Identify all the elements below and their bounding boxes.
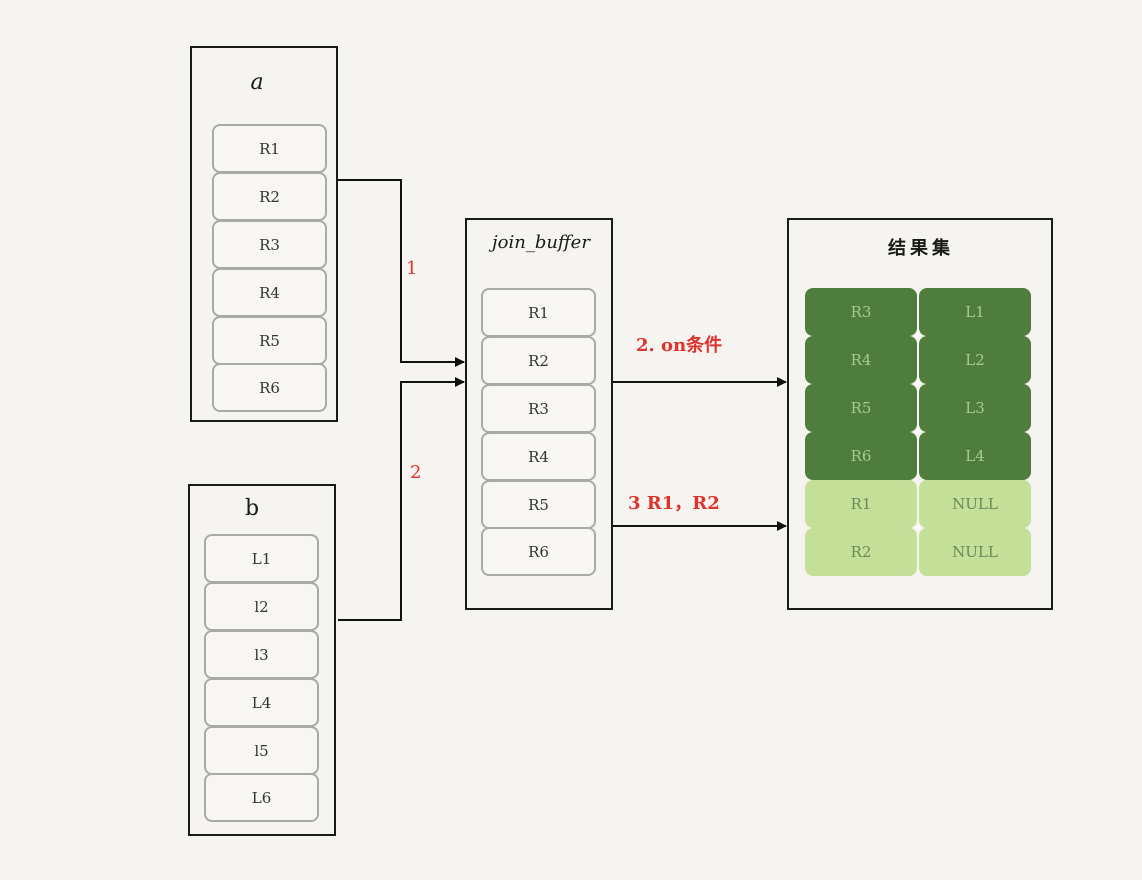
table-b-row: L4 <box>204 678 319 727</box>
result-cell-left: R1 <box>805 480 917 528</box>
result-cell-right: L4 <box>919 432 1031 480</box>
result-set-box: 结果集 R3 L1 R4 L2 R5 L3 R6 L4 R1 NULL R2 N… <box>787 218 1053 610</box>
table-b-row: l5 <box>204 726 319 775</box>
table-b-box: b L1 l2 l3 L4 l5 L6 <box>188 484 336 836</box>
sparkle-icon: ✦ <box>913 521 924 535</box>
result-cell-left: R6 <box>805 432 917 480</box>
join-buffer-title: join_buffer <box>492 232 590 253</box>
result-set-title: 结果集 <box>888 238 954 259</box>
table-b-row: L1 <box>204 534 319 583</box>
step-2-label: 2 <box>410 462 422 483</box>
table-a-row: R2 <box>212 172 327 221</box>
table-a-title: a <box>250 70 264 95</box>
join-buffer-box: join_buffer R1 R2 R3 R4 R5 R6 <box>465 218 613 610</box>
join-buffer-row: R1 <box>481 288 596 337</box>
sparkle-icon: ✦ <box>913 425 924 439</box>
result-cell-left: R5 <box>805 384 917 432</box>
table-a-box: a R1 R2 R3 R4 R5 R6 <box>190 46 338 422</box>
result-cell-left: R3 <box>805 288 917 336</box>
result-cell-left: R4 <box>805 336 917 384</box>
table-a-row: R3 <box>212 220 327 269</box>
table-a-row: R5 <box>212 316 327 365</box>
table-b-row: L6 <box>204 773 319 822</box>
on-condition-label: 2. on条件 <box>636 335 723 356</box>
table-b-row: l2 <box>204 582 319 631</box>
table-a-row: R6 <box>212 363 327 412</box>
result-cell-right: NULL <box>919 528 1031 576</box>
sparkle-icon: ✦ <box>913 377 924 391</box>
join-buffer-row: R5 <box>481 480 596 529</box>
arrow-a-to-join-buffer <box>338 179 465 367</box>
step-3-label: 3 R1，R2 <box>628 493 720 514</box>
join-buffer-row: R6 <box>481 527 596 576</box>
step-1-label: 1 <box>406 258 418 279</box>
result-cell-right: L3 <box>919 384 1031 432</box>
join-buffer-row: R3 <box>481 384 596 433</box>
join-buffer-row: R2 <box>481 336 596 385</box>
arrow-b-to-join-buffer <box>338 377 465 621</box>
result-cell-left: R2 <box>805 528 917 576</box>
result-cell-right: L1 <box>919 288 1031 336</box>
table-b-title: b <box>244 496 260 521</box>
result-cell-right: L2 <box>919 336 1031 384</box>
result-cell-right: NULL <box>919 480 1031 528</box>
table-a-row: R1 <box>212 124 327 173</box>
table-b-row: l3 <box>204 630 319 679</box>
sparkle-icon: ✦ <box>913 329 924 343</box>
table-a-row: R4 <box>212 268 327 317</box>
join-buffer-row: R4 <box>481 432 596 481</box>
